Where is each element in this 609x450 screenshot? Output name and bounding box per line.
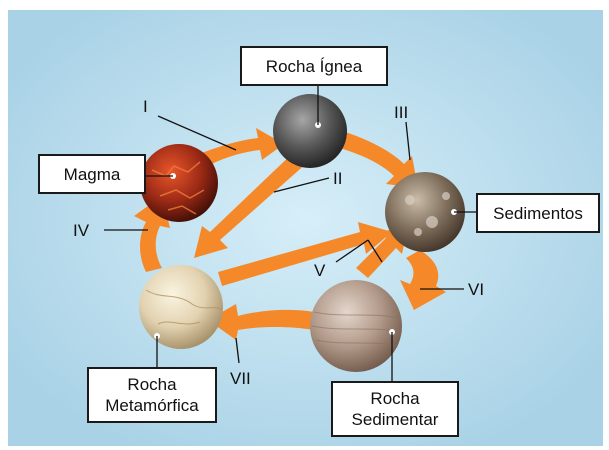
metamorphic-rock [139, 265, 223, 349]
magma-rock [140, 144, 218, 222]
label-rocha-ignea: Rocha Ígnea [240, 46, 388, 86]
label-rocha-ignea-text: Rocha Ígnea [266, 56, 362, 77]
label-rocha-metamorfica: Rocha Metamórfica [87, 367, 217, 423]
label-sedimentos-text: Sedimentos [493, 203, 583, 224]
sedimentary-rock [310, 280, 402, 372]
label-rocha-metamorfica-line1: Rocha [127, 374, 176, 395]
numeral-vi: VI [468, 280, 484, 299]
label-rocha-sedimentar: Rocha Sedimentar [331, 381, 459, 437]
numeral-vii: VII [230, 369, 251, 388]
numeral-v: V [314, 261, 326, 280]
igneous-rock [273, 94, 347, 168]
label-rocha-sedimentar-line2: Sedimentar [352, 409, 439, 430]
numeral-ii: II [333, 169, 342, 188]
numeral-iii: III [394, 103, 408, 122]
numeral-iv: IV [73, 221, 90, 240]
label-rocha-sedimentar-line1: Rocha [370, 388, 419, 409]
label-sedimentos: Sedimentos [476, 193, 600, 233]
label-magma: Magma [38, 154, 146, 194]
label-rocha-metamorfica-line2: Metamórfica [105, 395, 199, 416]
numeral-i: I [143, 97, 148, 116]
label-magma-text: Magma [64, 164, 121, 185]
